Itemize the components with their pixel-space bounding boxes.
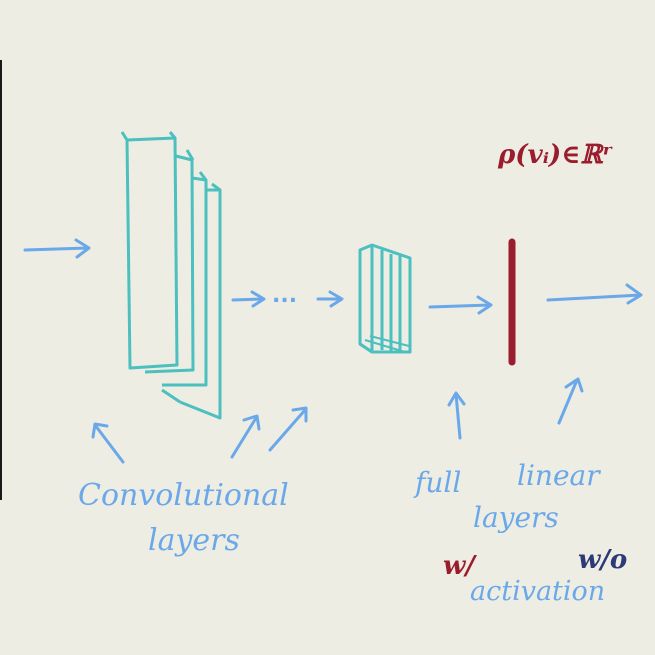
linear-label: linear bbox=[517, 459, 601, 492]
convolutional-label: Convolutional bbox=[78, 478, 289, 513]
output-arrow-icon bbox=[546, 283, 643, 305]
output-formula: ρ(vᵢ)∈ℝʳ bbox=[497, 140, 613, 170]
conv-layers-label: layers bbox=[148, 523, 240, 558]
without-activation-label: w/o bbox=[578, 545, 627, 575]
input-arrow-icon bbox=[23, 238, 91, 259]
with-activation-label: w/ bbox=[443, 551, 477, 581]
conv-annotation-arrows bbox=[91, 406, 308, 464]
middle-arrow-icon bbox=[428, 295, 493, 315]
full-label: full bbox=[413, 466, 461, 499]
linear-layers-label: layers bbox=[473, 501, 559, 534]
final-conv-block bbox=[358, 243, 412, 354]
dots-text: ... bbox=[272, 283, 297, 308]
convolutional-layer-stack bbox=[120, 131, 222, 420]
linear-annotation-arrows bbox=[447, 377, 584, 440]
activation-label: activation bbox=[470, 576, 605, 607]
dotted-arrow-icon bbox=[231, 290, 344, 308]
